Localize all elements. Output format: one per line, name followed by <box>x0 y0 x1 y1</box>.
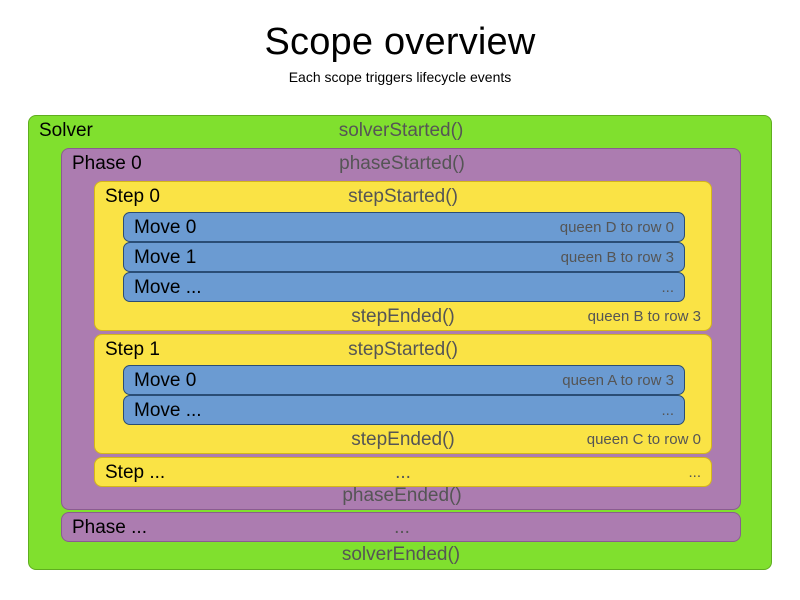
move-value-1-0: queen A to row 3 <box>562 372 674 389</box>
step-label-0: Step 0 <box>105 186 160 207</box>
step-scope-1[interactable]: Step 1 stepStarted() Move 0 queen A to r… <box>94 334 712 454</box>
solver-scope[interactable]: Solver solverStarted() Phase 0 phaseStar… <box>28 115 772 570</box>
phase-scope-0[interactable]: Phase 0 phaseStarted() Step 0 stepStarte… <box>61 148 741 510</box>
step-ended-value-1: queen C to row 0 <box>586 431 701 448</box>
step-label-ellipsis: Step ... <box>105 462 166 483</box>
solver-started-row: Solver solverStarted() <box>29 116 771 146</box>
diagram-header: Scope overview Each scope triggers lifec… <box>0 20 800 86</box>
step-started-event-1: stepStarted() <box>348 339 458 360</box>
phase-started-event-0: phaseStarted() <box>339 153 465 174</box>
move-scope-0-2[interactable]: Move ... ... <box>123 272 685 302</box>
step-started-row-0: Step 0 stepStarted() <box>95 182 711 212</box>
phase-scope-ellipsis[interactable]: Phase ... ... <box>61 512 741 542</box>
step-scope-0[interactable]: Step 0 stepStarted() Move 0 queen D to r… <box>94 181 712 331</box>
phase-ended-event-0: phaseEnded() <box>342 485 462 506</box>
move-scope-0-1[interactable]: Move 1 queen B to row 3 <box>123 242 685 272</box>
move-scope-1-1[interactable]: Move ... ... <box>123 395 685 425</box>
move-label-1-1: Move ... <box>134 400 202 421</box>
page-subtitle: Each scope triggers lifecycle events <box>288 69 512 85</box>
move-scope-0-0[interactable]: Move 0 queen D to row 0 <box>123 212 685 242</box>
step-started-event-ellipsis: ... <box>395 462 411 483</box>
step-label-1: Step 1 <box>105 339 160 360</box>
move-value-0-1: queen B to row 3 <box>560 249 674 266</box>
step-ended-value-0: queen B to row 3 <box>587 308 701 325</box>
step-ellipsis-row: Step ... ... ... <box>95 458 711 488</box>
solver-ended-row: solverEnded() <box>29 540 771 570</box>
move-label-0-1: Move 1 <box>134 247 197 268</box>
move-label-0-0: Move 0 <box>134 217 197 238</box>
step-ended-row-1: stepEnded() queen C to row 0 <box>95 425 711 455</box>
solver-started-event: solverStarted() <box>338 120 464 141</box>
phase-label-ellipsis: Phase ... <box>72 517 147 538</box>
page-title: Scope overview <box>264 21 536 63</box>
phase-ended-row-0: phaseEnded() <box>62 481 740 511</box>
step-started-event-0: stepStarted() <box>348 186 458 207</box>
step-ended-value-ellipsis: ... <box>688 464 701 481</box>
move-label-1-0: Move 0 <box>134 370 197 391</box>
step-ended-row-0: stepEnded() queen B to row 3 <box>95 302 711 332</box>
phase-label-0: Phase 0 <box>72 153 142 174</box>
step-started-row-1: Step 1 stepStarted() <box>95 335 711 365</box>
phase-started-event-ellipsis: ... <box>394 517 410 538</box>
solver-ended-event: solverEnded() <box>341 544 461 565</box>
phase-ellipsis-row: Phase ... ... <box>62 513 740 543</box>
solver-label: Solver <box>39 120 93 141</box>
step-ended-event-1: stepEnded() <box>351 429 455 450</box>
move-value-0-0: queen D to row 0 <box>559 219 674 236</box>
move-label-0-2: Move ... <box>134 277 202 298</box>
move-value-1-1: ... <box>661 402 674 419</box>
step-ended-event-0: stepEnded() <box>351 306 455 327</box>
step-scope-ellipsis[interactable]: Step ... ... ... <box>94 457 712 487</box>
phase-started-row-0: Phase 0 phaseStarted() <box>62 149 740 179</box>
move-value-0-2: ... <box>661 279 674 296</box>
move-scope-1-0[interactable]: Move 0 queen A to row 3 <box>123 365 685 395</box>
